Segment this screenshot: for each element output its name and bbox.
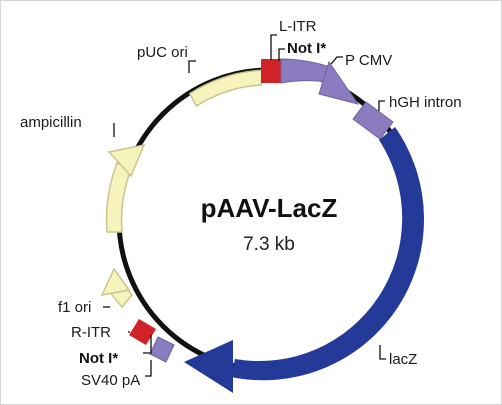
hgh-intron-label: hGH intron [389, 94, 462, 111]
not-i-top-label: Not I* [287, 40, 326, 57]
lacz-leader [379, 345, 386, 360]
puc-ori-segment [188, 69, 263, 108]
puc-ori-label: pUC ori [137, 44, 188, 61]
l-itr-segment [261, 59, 281, 83]
hgh-intron-leader [378, 100, 385, 111]
lacz-arrowhead [184, 340, 233, 393]
r-itr-segment [129, 319, 156, 345]
l-itr-label: L-ITR [279, 18, 317, 35]
not-i-top-leader [278, 48, 285, 61]
not-i-bottom-label: Not I* [79, 350, 118, 367]
plasmid-name: pAAV-LacZ [201, 193, 338, 223]
ampicillin-arrowhead [107, 143, 146, 178]
hgh-intron-segment [352, 101, 394, 140]
ampicillin-label: ampicillin [20, 114, 82, 131]
sv40-pa-label: SV40 pA [81, 372, 140, 389]
l-itr-leader [270, 34, 277, 60]
not-i-bottom-leader [143, 335, 152, 354]
f1-ori-label: f1 ori [58, 299, 91, 316]
lacz-label: lacZ [389, 351, 417, 368]
p-cmv-arrowhead [318, 60, 360, 105]
f1-ori-arrowhead [100, 267, 131, 297]
puc-ori-leader [188, 60, 196, 73]
p-cmv-leader [330, 56, 343, 65]
r-itr-label: R-ITR [71, 324, 111, 341]
p-cmv-label: P CMV [345, 52, 392, 69]
sv40-pa-leader [145, 360, 152, 377]
lacz-body [231, 127, 425, 381]
ampicillin-body [105, 162, 132, 233]
sv40-pa-segment [149, 336, 175, 363]
plasmid-size: 7.3 kb [243, 234, 295, 255]
